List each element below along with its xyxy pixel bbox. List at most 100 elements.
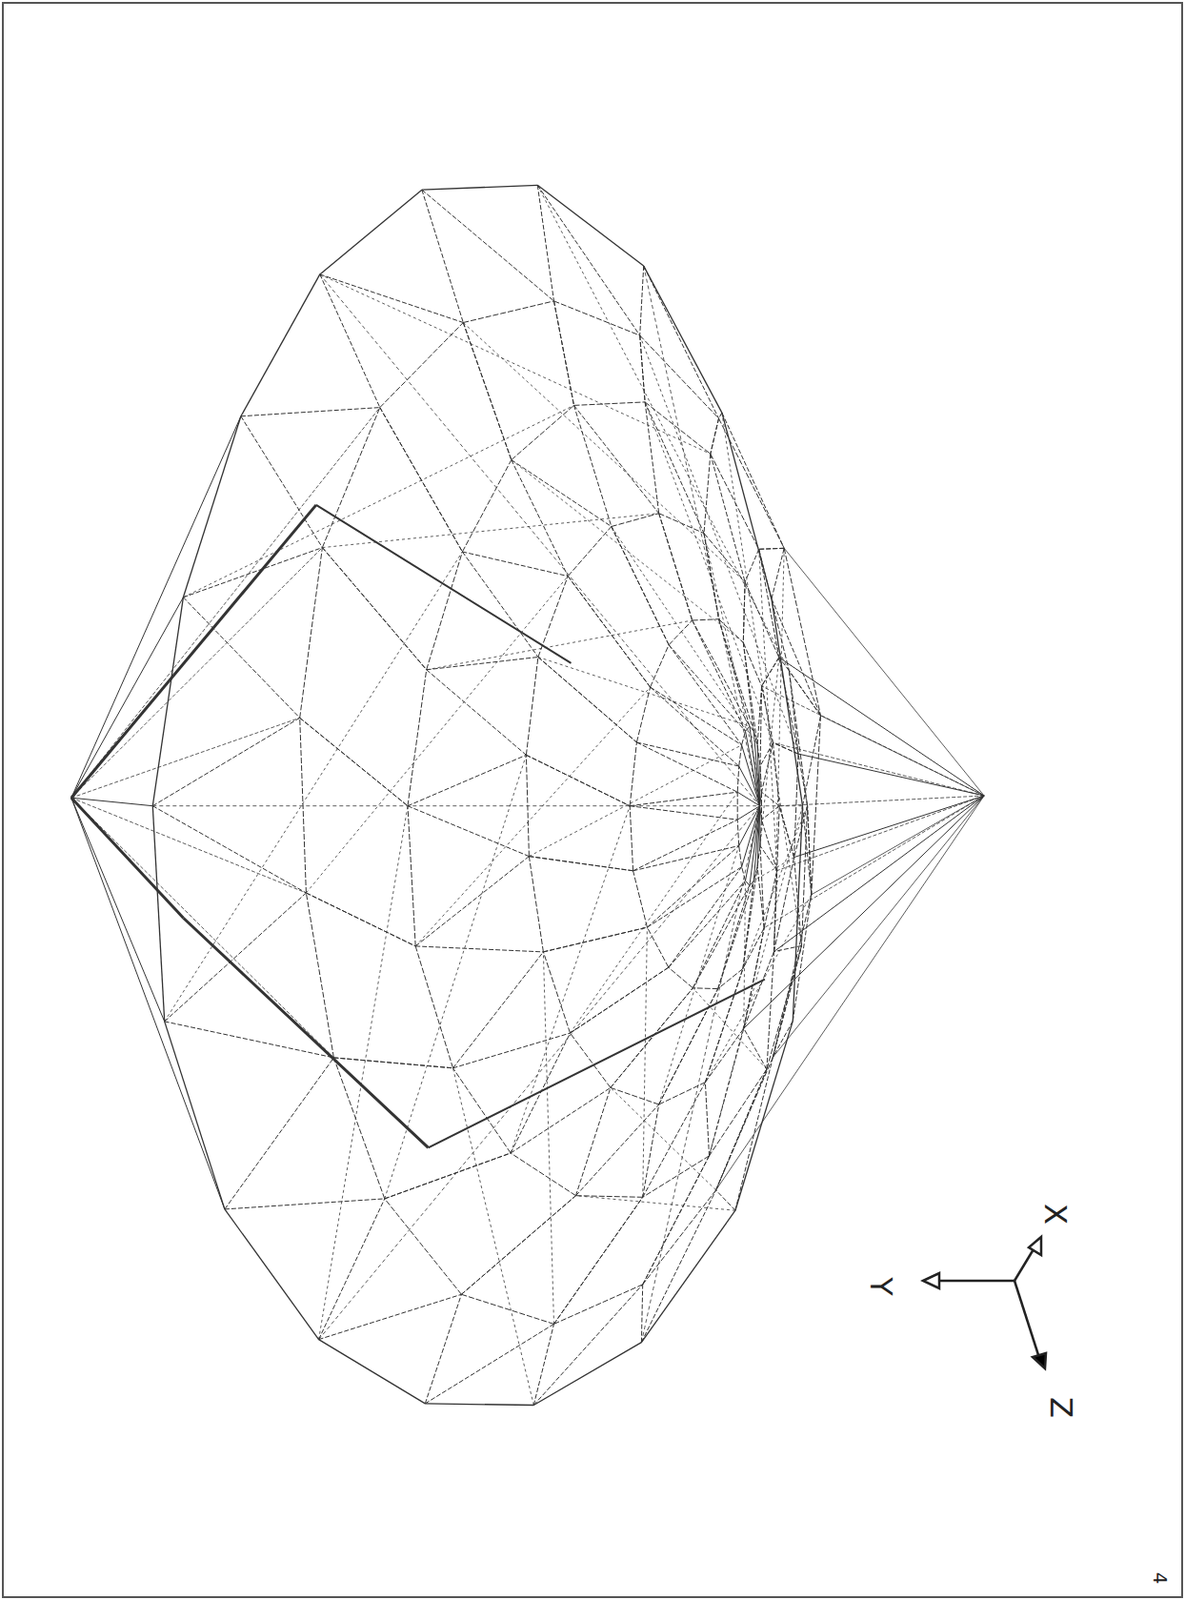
mesh-edge (668, 866, 743, 968)
mesh-edge (760, 657, 780, 846)
mesh-edge (642, 1189, 717, 1285)
mesh-edge (777, 805, 781, 871)
mesh-edge (300, 547, 323, 719)
mesh-edge (537, 184, 640, 336)
mesh-edge (650, 644, 670, 687)
mesh-edge (511, 460, 744, 643)
mesh-edge (542, 951, 570, 1033)
mesh-edge (164, 1021, 225, 1209)
mesh-edge (554, 301, 575, 406)
mesh-edge (538, 657, 638, 744)
mesh-edge (743, 927, 764, 1028)
mesh-edge (743, 582, 745, 643)
mesh-edge (709, 1027, 744, 1156)
mesh-edge (743, 1027, 767, 1069)
mesh-edge (642, 926, 648, 1197)
mesh-edge (224, 1208, 320, 1340)
mesh-edge (305, 892, 416, 946)
mesh-edge (722, 412, 784, 548)
mesh-edge (380, 407, 463, 552)
mesh-edge (640, 335, 645, 402)
mesh-edge (692, 987, 767, 1069)
mesh-edge (241, 407, 381, 417)
mesh-edge (525, 754, 630, 805)
mesh-edge (421, 189, 555, 302)
mesh-edge (182, 404, 574, 597)
mesh-edge (319, 805, 408, 1340)
mesh-edge (182, 597, 300, 719)
mesh-edge (407, 805, 416, 946)
mesh-edge (610, 987, 694, 1088)
mesh-edge (640, 335, 799, 754)
mesh-edge (462, 322, 512, 461)
mesh-edge (763, 870, 778, 928)
mesh-edge (779, 805, 794, 858)
mesh-edge (554, 1196, 643, 1324)
mesh-edge (576, 1086, 611, 1195)
mesh-edge (759, 548, 778, 870)
mesh-edge (152, 805, 164, 1022)
mesh-edge (533, 1342, 642, 1406)
mesh-edge (611, 526, 669, 645)
mesh-edge (643, 265, 720, 419)
mesh-edge (321, 547, 426, 670)
mesh-edge (719, 619, 755, 732)
mesh-edge (636, 742, 739, 766)
mesh-edge (629, 742, 637, 806)
mesh-edge (576, 1104, 660, 1196)
page-number: 4 (1150, 1570, 1170, 1584)
axis-label: Z (1045, 1396, 1077, 1418)
mesh-edge (719, 418, 785, 548)
mesh-edge (640, 335, 645, 402)
mesh-edge (528, 856, 633, 871)
mesh-edge (453, 1032, 571, 1068)
mesh-edge (641, 805, 760, 1343)
mesh-edge (783, 547, 985, 796)
mesh-edge (641, 1284, 643, 1343)
mesh-edge (567, 526, 612, 577)
mesh-edge (633, 819, 739, 871)
mesh-edge (462, 301, 554, 323)
mesh-edge (771, 598, 804, 805)
mesh-edge (424, 1293, 462, 1404)
mesh-edge (788, 670, 799, 754)
mesh-edge (533, 1323, 554, 1405)
mesh-edge (646, 866, 742, 927)
mesh-edge (779, 657, 799, 754)
mesh-edge (774, 795, 985, 952)
mesh-edge (802, 805, 808, 946)
mesh-edge (716, 1068, 767, 1190)
mesh-edge (692, 880, 745, 988)
mesh-edge (510, 1086, 611, 1153)
mesh-edge (424, 1323, 554, 1404)
mesh-edge (320, 189, 422, 275)
mesh-edge (462, 322, 512, 461)
mesh-edge (71, 597, 183, 798)
mesh-edge (773, 742, 985, 796)
mesh-edge (749, 725, 761, 806)
mesh-edge (783, 547, 821, 716)
mesh-edge (224, 1057, 335, 1209)
mesh-edge (704, 1082, 709, 1156)
mesh-edge (759, 548, 790, 671)
mesh-edge (794, 795, 985, 858)
mesh-edge (511, 404, 575, 460)
mesh-edge (704, 894, 811, 1083)
mesh-edge (644, 401, 711, 454)
mesh-edge (574, 404, 612, 526)
mesh-edge (610, 987, 694, 1088)
mesh-edge (164, 892, 307, 1022)
mesh-edge (542, 951, 554, 1325)
mesh-edge (629, 791, 738, 806)
mesh-edge (453, 1067, 535, 1406)
mesh-edge (576, 1195, 643, 1198)
mesh-edge (421, 184, 538, 190)
mesh-edge (719, 619, 750, 727)
mesh-edge (300, 717, 408, 805)
mesh-edge (537, 184, 789, 671)
mesh-edge (182, 416, 242, 598)
mesh-edge (152, 805, 306, 893)
mesh-edge (642, 1155, 710, 1285)
mesh-edge (774, 547, 785, 951)
